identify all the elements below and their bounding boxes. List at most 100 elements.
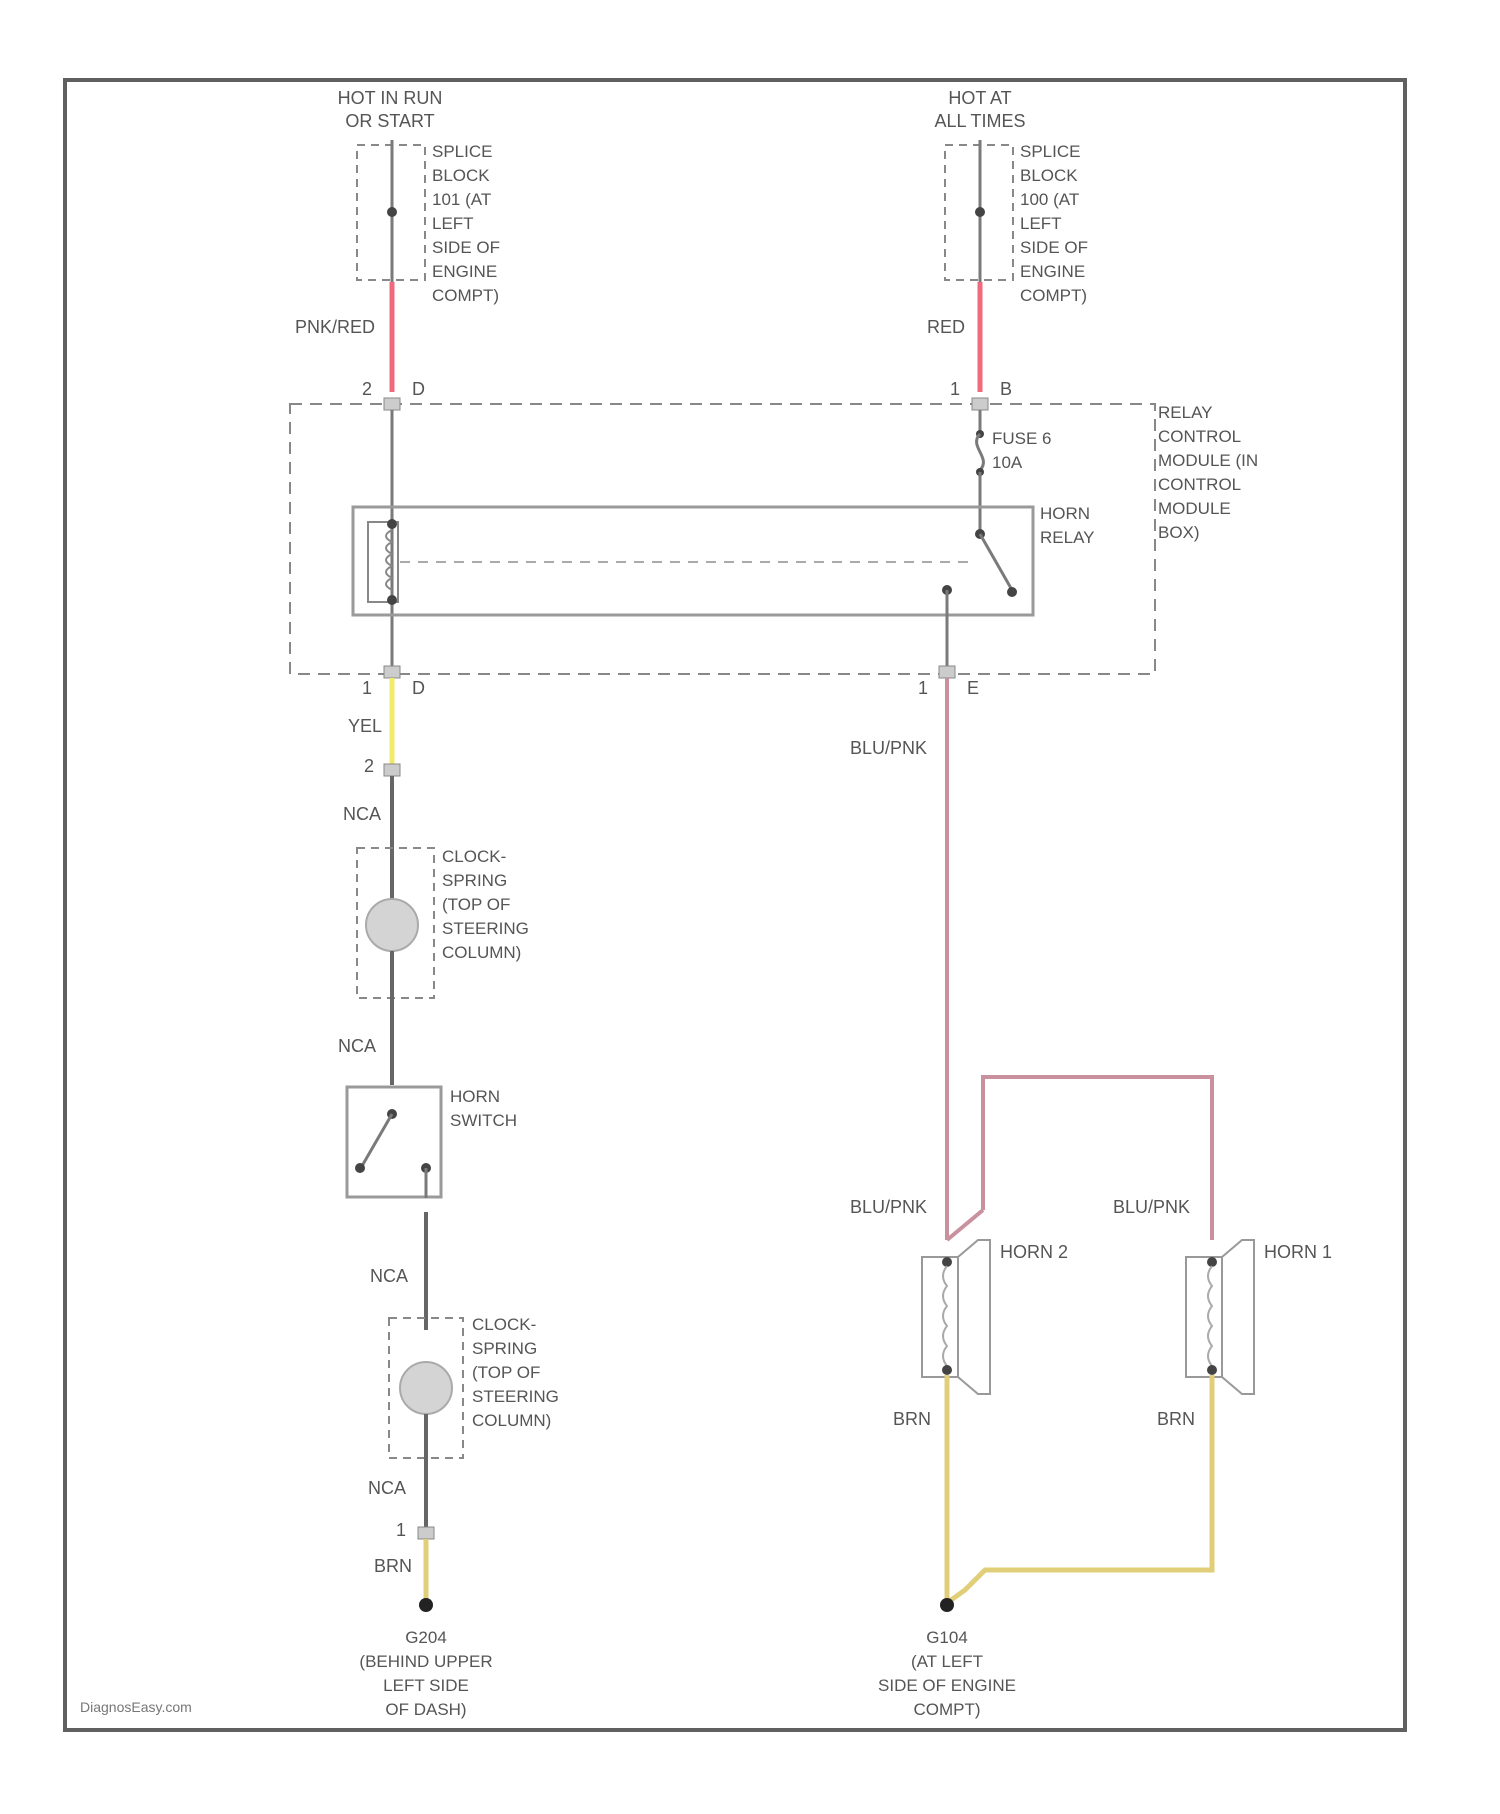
horn-2-terminal-top [942, 1257, 952, 1267]
fuse-label-line1: FUSE 6 [992, 429, 1052, 448]
rcm-l2: CONTROL [1158, 427, 1241, 446]
fuse-6 [977, 434, 984, 470]
cs2-l5: COLUMN) [472, 1411, 551, 1430]
g104-l4: COMPT) [913, 1700, 980, 1719]
splice-left-l6: ENGINE [432, 262, 497, 281]
rcm-l5: MODULE [1158, 499, 1231, 518]
horn-switch-l1: HORN [450, 1087, 500, 1106]
label-nca-1: NCA [343, 804, 381, 824]
connector-bottom-left [384, 666, 400, 678]
pin-bottom-right-letter: E [967, 678, 979, 698]
power-left-line2: OR START [345, 111, 434, 131]
coil-terminal-top [387, 519, 397, 529]
splice-right-l3: 100 (AT [1020, 190, 1079, 209]
label-nca-2: NCA [338, 1036, 376, 1056]
cs2-l1: CLOCK- [472, 1315, 536, 1334]
splice-right-l7: COMPT) [1020, 286, 1087, 305]
rcm-l1: RELAY [1158, 403, 1213, 422]
label-nca-4: NCA [368, 1478, 406, 1498]
cs2-l3: (TOP OF [472, 1363, 540, 1382]
splice-left-l4: LEFT [432, 214, 474, 233]
label-horn-2: HORN 2 [1000, 1242, 1068, 1262]
splice-block-100-label: SPLICE BLOCK 100 (AT LEFT SIDE OF ENGINE… [1020, 142, 1088, 305]
cs2-l2: SPRING [472, 1339, 537, 1358]
pin-ground-connector: 1 [396, 1520, 406, 1540]
cs1-l3: (TOP OF [442, 895, 510, 914]
splice-left-l1: SPLICE [432, 142, 492, 161]
relay-contact-open [1007, 587, 1017, 597]
cs1-l2: SPRING [442, 871, 507, 890]
splice-right-l1: SPLICE [1020, 142, 1080, 161]
clockspring-2-icon [400, 1362, 452, 1414]
splice-point-right [975, 207, 985, 217]
label-brn-horn2: BRN [893, 1409, 931, 1429]
label-blu-pnk-main: BLU/PNK [850, 738, 927, 758]
coil-terminal-bottom [387, 595, 397, 605]
splice-left-l2: BLOCK [432, 166, 490, 185]
connector-yel [384, 764, 400, 776]
horn-2-bell [958, 1240, 990, 1394]
splice-point-left [387, 207, 397, 217]
pin-bottom-left-letter: D [412, 678, 425, 698]
label-nca-3: NCA [370, 1266, 408, 1286]
rcm-l6: BOX) [1158, 523, 1200, 542]
pin-bottom-right-num: 1 [918, 678, 928, 698]
power-source-left: HOT IN RUN OR START [338, 88, 443, 131]
pin-top-left-letter: D [412, 379, 425, 399]
horn-switch-label: HORN SWITCH [450, 1087, 517, 1130]
horn-1-coil [1208, 1266, 1212, 1366]
horn-switch-pivot [355, 1163, 365, 1173]
cs1-l5: COLUMN) [442, 943, 521, 962]
horn-1-terminal-top [1207, 1257, 1217, 1267]
g204-l1: G204 [405, 1628, 447, 1647]
ground-g204 [419, 1598, 433, 1612]
horn-2 [922, 1240, 990, 1394]
horn-relay-l1: HORN [1040, 504, 1090, 523]
splice-block-101-label: SPLICE BLOCK 101 (AT LEFT SIDE OF ENGINE… [432, 142, 500, 305]
g104-l1: G104 [926, 1628, 968, 1647]
g204-l2: (BEHIND UPPER [359, 1652, 492, 1671]
g204-l3: LEFT SIDE [383, 1676, 469, 1695]
rcm-l3: MODULE (IN [1158, 451, 1258, 470]
label-pnk-red: PNK/RED [295, 317, 375, 337]
relay-control-module-label: RELAY CONTROL MODULE (IN CONTROL MODULE … [1158, 403, 1258, 542]
clockspring-1-label: CLOCK- SPRING (TOP OF STEERING COLUMN) [442, 847, 529, 962]
pin-bottom-left-num: 1 [362, 678, 372, 698]
horn-1-terminal-bottom [1207, 1365, 1217, 1375]
horn-relay-l2: RELAY [1040, 528, 1095, 547]
horn-switch-l2: SWITCH [450, 1111, 517, 1130]
pin-top-left-num: 2 [362, 379, 372, 399]
g104-l3: SIDE OF ENGINE [878, 1676, 1016, 1695]
ground-g204-label: G204 (BEHIND UPPER LEFT SIDE OF DASH) [359, 1628, 492, 1719]
horn-1-body [1186, 1257, 1222, 1377]
clockspring-2-label: CLOCK- SPRING (TOP OF STEERING COLUMN) [472, 1315, 559, 1430]
horn-1 [1186, 1240, 1254, 1394]
power-right-line1: HOT AT [948, 88, 1011, 108]
power-left-line1: HOT IN RUN [338, 88, 443, 108]
splice-right-l6: ENGINE [1020, 262, 1085, 281]
connector-top-right [972, 398, 988, 410]
splice-right-l4: LEFT [1020, 214, 1062, 233]
pin-top-right-num: 1 [950, 379, 960, 399]
ground-g104 [940, 1598, 954, 1612]
pin-top-right-letter: B [1000, 379, 1012, 399]
connector-bottom-right [939, 666, 955, 678]
label-yel: YEL [348, 716, 382, 736]
cs1-l1: CLOCK- [442, 847, 506, 866]
label-horn-1: HORN 1 [1264, 1242, 1332, 1262]
label-brn-left: BRN [374, 1556, 412, 1576]
clockspring-1-icon [366, 899, 418, 951]
horn-2-coil [943, 1266, 947, 1366]
cs1-l4: STEERING [442, 919, 529, 938]
splice-left-l7: COMPT) [432, 286, 499, 305]
splice-right-l2: BLOCK [1020, 166, 1078, 185]
watermark: DiagnosEasy.com [80, 1699, 192, 1715]
g204-l4: OF DASH) [385, 1700, 466, 1719]
horn-2-terminal-bottom [942, 1365, 952, 1375]
horn-switch-arm [362, 1114, 392, 1166]
splice-left-l3: 101 (AT [432, 190, 491, 209]
diagram-frame [65, 80, 1405, 1730]
power-right-line2: ALL TIMES [934, 111, 1025, 131]
fuse-label-line2: 10A [992, 453, 1023, 472]
